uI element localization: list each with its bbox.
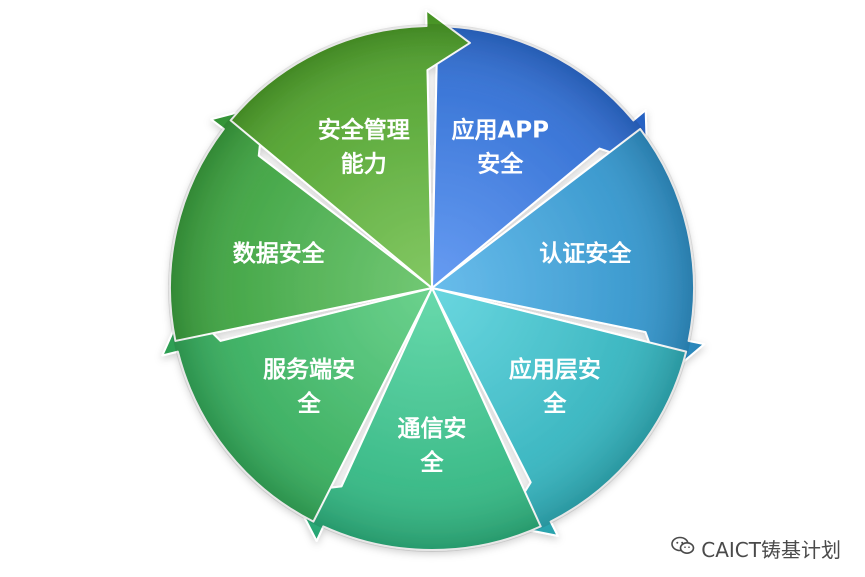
wechat-icon (671, 536, 695, 561)
segment-label: 通信安全 (398, 415, 467, 476)
segment-label-line: 安全管理 (318, 116, 410, 143)
segment-label: 服务端安全 (263, 356, 355, 417)
segment-label: 安全管理能力 (318, 116, 410, 177)
segment-label-line: 能力 (341, 150, 387, 177)
segment-label-line: 安全 (477, 150, 524, 177)
segment-label-line: 应用层安 (509, 356, 601, 383)
segment-label-line: 全 (297, 390, 322, 417)
segment-label: 数据安全 (233, 240, 326, 267)
segment-label-line: 通信安 (398, 415, 467, 442)
segment-label: 应用APP 安全 (451, 116, 549, 177)
watermark: CAICT铸基计划 (671, 534, 841, 563)
segment-label: 应用层安全 (509, 356, 601, 417)
segment-label-line: 数据安全 (233, 240, 326, 267)
watermark-text: CAICT铸基计划 (701, 538, 841, 562)
segment-label-line: 全 (542, 390, 567, 417)
segment-label-line: 服务端安 (263, 356, 355, 383)
segment-label-line: 认证安全 (539, 240, 632, 267)
segment-label-line: 应用APP (451, 116, 549, 143)
segment-label-line: 全 (420, 449, 445, 476)
segment-label: 认证安全 (539, 240, 632, 267)
